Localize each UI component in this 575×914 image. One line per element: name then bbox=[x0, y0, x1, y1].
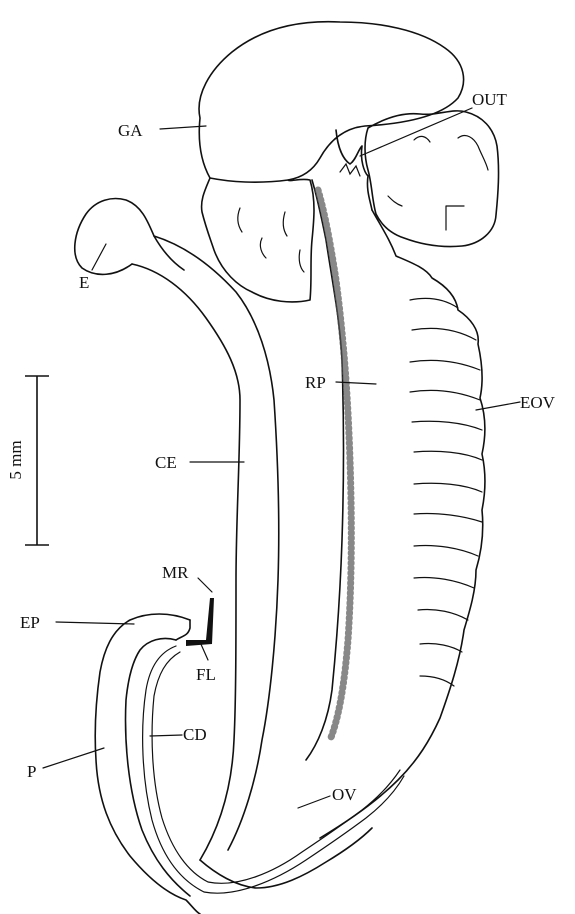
albumen-fold-2 bbox=[260, 238, 266, 258]
cd-duct-outer bbox=[143, 646, 404, 893]
label-p: P bbox=[27, 762, 36, 781]
albumen-fold-1 bbox=[238, 208, 242, 232]
scale-bar-label: 5 mm bbox=[6, 440, 25, 479]
label-cd: CD bbox=[183, 725, 207, 744]
scale-bar: 5 mm bbox=[6, 376, 49, 545]
p-penis-outline bbox=[95, 614, 200, 914]
leader-lines bbox=[43, 108, 520, 808]
albumen-fold-3 bbox=[283, 212, 287, 236]
label-fl: FL bbox=[196, 665, 216, 684]
label-ce: CE bbox=[155, 453, 177, 472]
e-bulb-outline bbox=[75, 199, 184, 275]
ga-gland-outline bbox=[199, 22, 464, 182]
out-fold-4 bbox=[388, 196, 402, 206]
out-region-outline bbox=[365, 111, 499, 247]
ce-left-edge bbox=[132, 264, 240, 860]
label-mr: MR bbox=[162, 563, 189, 582]
eov-folds bbox=[410, 298, 482, 686]
out-fold-2 bbox=[414, 136, 430, 142]
ce-right-edge bbox=[154, 236, 279, 850]
label-eov: EOV bbox=[520, 393, 556, 412]
albumen-gland-outline bbox=[202, 178, 314, 302]
out-fold-3 bbox=[446, 206, 464, 230]
label-e: E bbox=[79, 273, 89, 292]
label-ga: GA bbox=[118, 121, 143, 140]
eov-right-edge bbox=[320, 210, 485, 838]
label-rp: RP bbox=[305, 373, 326, 392]
label-ep: EP bbox=[20, 613, 40, 632]
ov-base bbox=[200, 828, 372, 888]
out-fold-1 bbox=[458, 136, 488, 170]
label-ov: OV bbox=[332, 785, 357, 804]
cd-duct-inner bbox=[152, 652, 400, 883]
label-out: OUT bbox=[472, 90, 508, 109]
mr-tab bbox=[176, 620, 190, 640]
junction-coil-detail bbox=[340, 164, 360, 176]
albumen-fold-4 bbox=[299, 250, 304, 272]
